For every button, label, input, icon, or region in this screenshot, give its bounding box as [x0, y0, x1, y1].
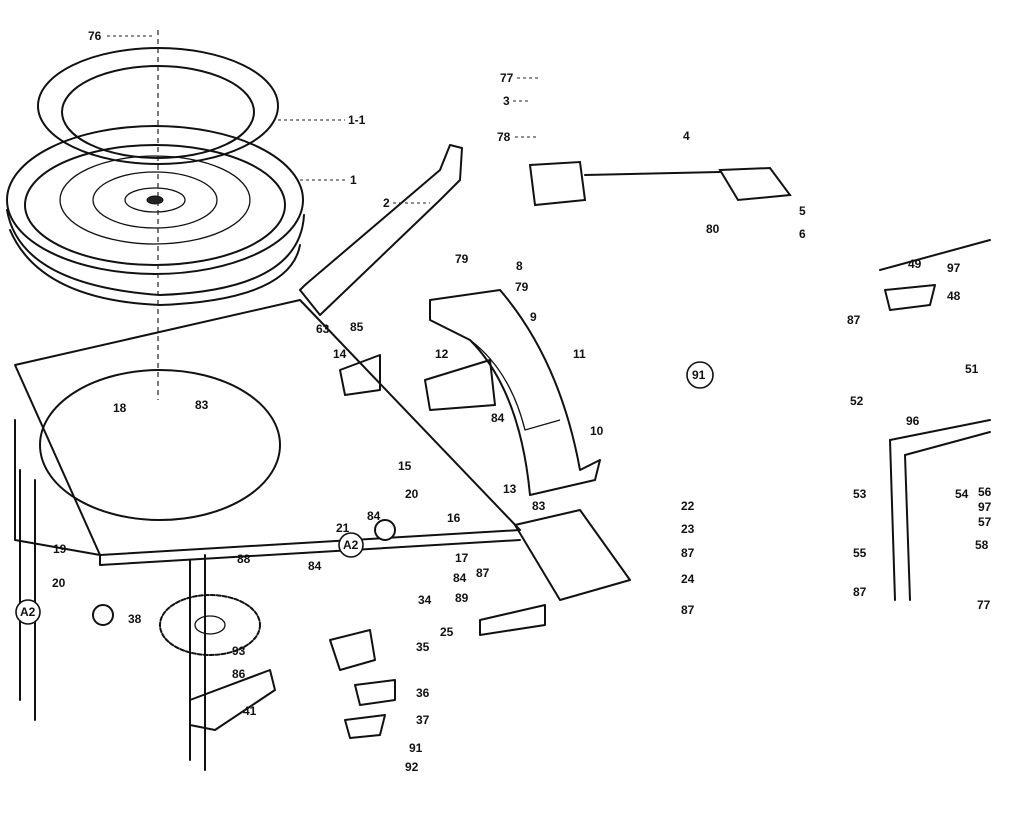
base-plate [14, 299, 521, 771]
callout-16: 16 [447, 511, 461, 525]
callout-87c: 87 [681, 546, 695, 560]
callout-97a: 97 [947, 261, 961, 275]
callout-93: 93 [232, 644, 246, 658]
callout-87d: 87 [476, 566, 490, 580]
callout-79a: 79 [455, 252, 469, 266]
callout-9: 9 [530, 310, 537, 324]
callout-54: 54 [955, 487, 969, 501]
small-parts [92, 354, 631, 739]
callout-88: 88 [237, 552, 251, 566]
callout-78: 78 [497, 130, 511, 144]
callout-53: 53 [853, 487, 867, 501]
callout-52: 52 [850, 394, 864, 408]
callout-89: 89 [455, 591, 469, 605]
callout-38: 38 [128, 612, 142, 626]
callout-24: 24 [681, 572, 695, 586]
callout-83b: 83 [532, 499, 546, 513]
callout-51: 51 [965, 362, 979, 376]
callout-20b: 20 [52, 576, 66, 590]
callout-12: 12 [435, 347, 449, 361]
platter-assembly [6, 47, 305, 306]
lift-lever [299, 144, 463, 316]
callout-84c: 84 [453, 571, 467, 585]
callout-84a: 84 [491, 411, 505, 425]
callout-23: 23 [681, 522, 695, 536]
callout-4: 4 [683, 129, 690, 143]
callout-77: 77 [500, 71, 514, 85]
callout-91: 91 [692, 368, 706, 382]
callout-34: 34 [418, 593, 432, 607]
callout-19: 19 [53, 542, 67, 556]
tonearm [528, 160, 792, 207]
callout-37: 37 [416, 713, 430, 727]
callout-63: 63 [316, 322, 330, 336]
callout-3: 3 [503, 94, 510, 108]
callout-1: 1 [350, 173, 357, 187]
callout-14: 14 [333, 347, 347, 361]
callout-a2-circle-b [15, 599, 41, 625]
callout-20a: 20 [405, 487, 419, 501]
callout-92: 92 [405, 760, 419, 774]
callout-96: 96 [906, 414, 920, 428]
callout-77b: 77 [977, 598, 991, 612]
callout-76: 76 [88, 29, 102, 43]
callout-97b: 97 [978, 500, 992, 514]
callout-13: 13 [503, 482, 517, 496]
callout-49: 49 [908, 257, 922, 271]
callout-17: 17 [455, 551, 469, 565]
callout-a2a: A2 [343, 538, 359, 552]
callout-15: 15 [398, 459, 412, 473]
callout-5: 5 [799, 204, 806, 218]
callout-41: 41 [243, 704, 257, 718]
callout-21: 21 [336, 521, 350, 535]
callout-25: 25 [440, 625, 454, 639]
callout-57: 57 [978, 515, 992, 529]
callout-8: 8 [516, 259, 523, 273]
callout-a2-circle-a [338, 532, 364, 558]
callout-18: 18 [113, 401, 127, 415]
callout-87e: 87 [681, 603, 695, 617]
gear [159, 594, 261, 656]
callout-55: 55 [853, 546, 867, 560]
callout-91b: 91 [409, 741, 423, 755]
callout-79b: 79 [515, 280, 529, 294]
callout-87a: 87 [847, 313, 861, 327]
callout-87b: 87 [853, 585, 867, 599]
callout-83a: 83 [195, 398, 209, 412]
callout-2: 2 [383, 196, 390, 210]
callout-91-circle [686, 361, 714, 389]
callout-1-1: 1-1 [348, 113, 366, 127]
callout-48: 48 [947, 289, 961, 303]
callout-labels: 76 1-1 1 77 3 78 4 2 5 80 6 79 8 79 9 63… [15, 29, 992, 774]
callout-10: 10 [590, 424, 604, 438]
callout-84b: 84 [308, 559, 322, 573]
callout-22: 22 [681, 499, 695, 513]
callout-56: 56 [978, 485, 992, 499]
callout-11: 11 [573, 347, 586, 361]
callout-80: 80 [706, 222, 720, 236]
callout-86: 86 [232, 667, 246, 681]
callout-85: 85 [350, 320, 364, 334]
callout-a2b: A2 [20, 605, 36, 619]
side-bracket [879, 239, 991, 601]
callout-36: 36 [416, 686, 430, 700]
callout-35: 35 [416, 640, 430, 654]
callout-84d: 84 [367, 509, 381, 523]
callout-6: 6 [799, 227, 806, 241]
callout-58: 58 [975, 538, 989, 552]
tonearm-base [429, 289, 601, 496]
